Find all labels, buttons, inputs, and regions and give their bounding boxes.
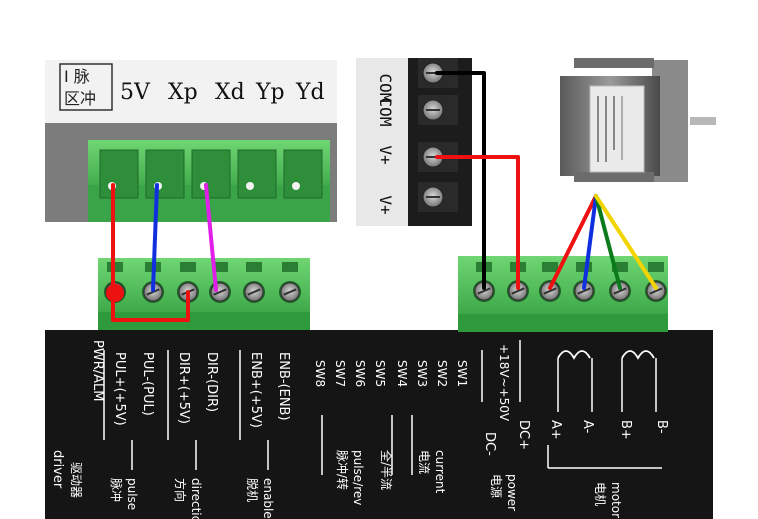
controller-pin-yp: Yp [255, 80, 285, 105]
controller-pin-5v: 5V [120, 80, 151, 105]
driver-labels: PWR/ALM driver 驱动器 PUL+(+5V) PUL-(PUL) DIR+(+… [50, 340, 669, 519]
power-group-cn: 电源 [489, 474, 503, 498]
power-motor-screw-5 [645, 280, 667, 302]
driver-title-en: driver [50, 450, 65, 489]
wire-blue-xp [151, 183, 159, 292]
power-motor-terminal-block [458, 256, 668, 332]
psu-label-1: COM [376, 98, 395, 127]
wire-magenta-xd [204, 183, 218, 292]
wire-green-b-plus [594, 194, 622, 290]
terminal-label-3: DIR-(DIR) [204, 352, 219, 412]
coil-symbol-1 [621, 350, 657, 412]
signal-screw-5 [279, 281, 301, 303]
terminal-label-2: DIR+(+5V) [176, 352, 191, 424]
signal-group-en-0: pulse [125, 478, 139, 510]
psu-label-0: COM [376, 74, 395, 103]
signal-group-en-1: direction [189, 478, 203, 519]
voltage-range: +18V~+50V [497, 344, 511, 422]
terminal-dc-plus: DC+ [516, 420, 531, 450]
controller-pin-labels: 5V Xp Xd Yp Yd [120, 80, 325, 105]
terminal-label-4: ENB+(+5V) [248, 352, 263, 428]
power-group-en: power [505, 474, 519, 511]
controller-cn-label-2: 区冲 [64, 89, 96, 108]
wire-blue-a-minus [582, 194, 598, 290]
coil-symbol-0 [557, 350, 593, 412]
psu-screw-1 [422, 99, 444, 121]
status-label: PWR/ALM [90, 340, 105, 401]
wire-yellow-b-minus [594, 194, 658, 290]
motor-group-en: motor [609, 482, 623, 518]
controller-pin-xp: Xp [168, 80, 198, 105]
power-motor-screw-1 [507, 280, 529, 302]
terminal-motor-2: B+ [618, 420, 633, 440]
red-junction-dot [106, 284, 124, 302]
switch-sw2: SW2 [435, 360, 449, 387]
switch-group-cn-0: 脉冲/转 [335, 450, 350, 490]
wire-red-vplus [435, 155, 520, 290]
switch-sw6: SW6 [353, 360, 367, 387]
signal-group-cn-1: 方向 [173, 478, 188, 502]
terminal-motor-0: A+ [548, 420, 563, 440]
terminal-motor-1: A- [580, 420, 595, 434]
wires [111, 71, 658, 322]
terminal-label-5: ENB-(ENB) [276, 352, 291, 421]
switch-sw4: SW4 [395, 360, 409, 387]
power-motor-screw-2 [539, 280, 561, 302]
controller-panel: I 脉 区冲 5V Xp Xd Yp Yd [45, 60, 337, 222]
signal-screw-3 [209, 281, 231, 303]
switch-sw8: SW8 [313, 360, 327, 387]
signal-screw-1 [142, 281, 164, 303]
terminal-motor-3: B- [654, 420, 669, 434]
signal-screw-4 [243, 281, 265, 303]
switch-group-cn-2: 电流 [417, 450, 431, 474]
switch-group-cn-1: 全/半流 [379, 450, 394, 490]
switch-sw7: SW7 [333, 360, 347, 387]
switch-sw5: SW5 [373, 360, 387, 387]
terminal-label-1: PUL-(PUL) [140, 352, 155, 416]
wire-red-a-plus [548, 194, 598, 290]
controller-cn-label-1: I 脉 [64, 67, 90, 86]
power-motor-screw-4 [609, 280, 631, 302]
driver-body [45, 330, 713, 519]
signal-group-en-2: enable [261, 478, 275, 519]
wire-red-bridge [111, 288, 190, 322]
psu-screw-3 [422, 186, 444, 208]
switch-group-en-2: current [433, 450, 447, 494]
psu-label-2: V+ [376, 145, 395, 164]
wire-black-com [435, 71, 486, 290]
signal-group-cn-0: 脉冲 [109, 478, 124, 502]
stepper-motor [560, 58, 716, 182]
driver-title-cn: 驱动器 [69, 462, 83, 498]
controller-pin-yd: Yd [295, 80, 325, 105]
switch-sw3: SW3 [415, 360, 429, 387]
psu-label-3: V+ [376, 195, 395, 214]
power-motor-screw-3 [573, 280, 595, 302]
terminal-label-0: PUL+(+5V) [112, 352, 127, 426]
terminal-dc-minus: DC- [482, 432, 497, 456]
controller-pin-xd: Xd [215, 80, 245, 105]
switch-group-en-0: pulse/rev [351, 450, 365, 505]
switch-sw1: SW1 [455, 360, 469, 387]
signal-group-cn-2: 脱机 [245, 478, 260, 502]
motor-group-cn: 电机 [593, 482, 607, 506]
